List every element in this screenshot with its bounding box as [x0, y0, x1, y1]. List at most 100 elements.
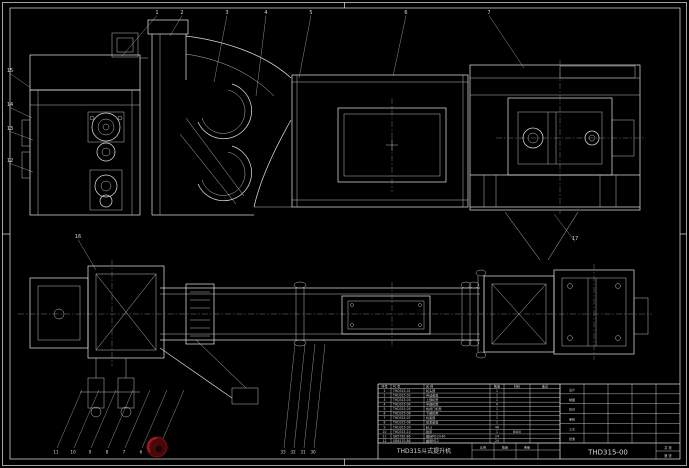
svg-text:33: 33 — [280, 450, 286, 455]
svg-text:审核: 审核 — [569, 417, 575, 422]
svg-text:31: 31 — [300, 450, 306, 455]
svg-text:THD315-01: THD315-01 — [392, 389, 411, 393]
svg-text:代 号: 代 号 — [393, 383, 400, 388]
svg-text:THD315-03: THD315-03 — [392, 398, 411, 402]
svg-text:7: 7 — [123, 450, 126, 455]
svg-text:4: 4 — [384, 403, 386, 407]
svg-text:16: 16 — [75, 234, 81, 240]
svg-text:1: 1 — [496, 412, 498, 416]
sheet-index-label: 第 张 — [664, 453, 672, 458]
svg-text:8: 8 — [106, 450, 109, 455]
svg-text:上部机壳: 上部机壳 — [426, 397, 438, 402]
svg-text:6: 6 — [140, 450, 143, 455]
svg-text:材料: 材料 — [514, 383, 520, 388]
svg-text:24: 24 — [495, 434, 499, 438]
svg-text:THD315-04: THD315-04 — [392, 403, 411, 407]
drawing-number: THD315-00 — [587, 449, 628, 457]
svg-text:THD315-05: THD315-05 — [392, 407, 411, 411]
svg-text:下部机壳: 下部机壳 — [426, 411, 438, 416]
svg-text:1: 1 — [496, 407, 498, 411]
svg-text:名 称: 名 称 — [426, 383, 433, 388]
svg-text:14: 14 — [7, 102, 13, 108]
svg-text:1: 1 — [496, 416, 498, 420]
svg-text:数量: 数量 — [502, 444, 508, 449]
middle-casing-section — [291, 74, 469, 208]
discharge-chute-plan — [159, 339, 259, 405]
svg-text:7: 7 — [487, 10, 490, 16]
svg-text:5: 5 — [309, 10, 312, 16]
title-block: THD315斗式提升机 THD315-00 共 张 第 张 — [396, 445, 673, 458]
watermark-logo — [146, 436, 168, 458]
svg-text:6: 6 — [384, 412, 386, 416]
svg-text:2: 2 — [180, 10, 183, 16]
drive-base-plan — [475, 264, 649, 360]
svg-text:46: 46 — [495, 425, 499, 429]
drawing-title: THD315斗式提升机 — [396, 447, 451, 455]
svg-text:4: 4 — [264, 10, 267, 16]
svg-text:1: 1 — [496, 389, 498, 393]
svg-text:制图: 制图 — [569, 397, 575, 402]
svg-text:THD315-10: THD315-10 — [392, 430, 411, 434]
head-section — [21, 32, 141, 216]
svg-text:机头部: 机头部 — [426, 388, 435, 393]
svg-text:12: 12 — [7, 158, 13, 164]
svg-text:1: 1 — [496, 421, 498, 425]
svg-text:32: 32 — [290, 450, 296, 455]
svg-text:THD315-07: THD315-07 — [392, 416, 411, 420]
svg-text:GB6170-86: GB6170-86 — [393, 439, 410, 443]
svg-text:24: 24 — [495, 439, 499, 443]
svg-text:工艺: 工艺 — [569, 426, 575, 431]
svg-text:THD315-08: THD315-08 — [392, 421, 411, 425]
svg-text:8: 8 — [384, 421, 386, 425]
svg-text:螺栓M12×40: 螺栓M12×40 — [426, 433, 445, 438]
svg-text:螺母M12: 螺母M12 — [426, 438, 439, 443]
title-block-grid: 设计制图校对审核工艺批准比例数量重量 — [377, 383, 680, 459]
part-callouts: 123456715141312161711109876533323130 — [7, 10, 578, 455]
svg-text:B400: B400 — [513, 430, 521, 434]
inlet-chute-section — [140, 19, 292, 216]
upper-view-side-elevation — [21, 19, 646, 261]
svg-text:比例: 比例 — [480, 444, 486, 449]
svg-text:6: 6 — [404, 10, 407, 16]
lower-view-plan — [18, 260, 652, 418]
svg-text:机座部: 机座部 — [426, 415, 435, 420]
svg-text:11: 11 — [53, 450, 59, 455]
svg-text:检视门机壳: 检视门机壳 — [426, 406, 441, 411]
projection-lines — [504, 211, 579, 261]
svg-text:1: 1 — [155, 10, 158, 16]
svg-text:胶带: 胶带 — [426, 429, 432, 434]
svg-text:1: 1 — [496, 430, 498, 434]
svg-text:批准: 批准 — [569, 436, 575, 441]
svg-text:校对: 校对 — [569, 407, 575, 412]
svg-text:THD315-06: THD315-06 — [392, 412, 411, 416]
svg-text:17: 17 — [572, 236, 578, 242]
svg-text:3: 3 — [384, 398, 386, 402]
svg-text:传动装置: 传动装置 — [426, 393, 438, 398]
svg-text:备注: 备注 — [542, 383, 548, 388]
drive-section — [469, 60, 646, 214]
svg-text:数量: 数量 — [494, 383, 500, 388]
svg-text:11: 11 — [383, 434, 387, 438]
svg-text:中部机壳: 中部机壳 — [426, 402, 438, 407]
svg-text:5: 5 — [384, 407, 386, 411]
svg-text:15: 15 — [7, 68, 13, 74]
svg-text:设计: 设计 — [569, 387, 575, 392]
svg-text:GB5782-86: GB5782-86 — [393, 434, 410, 438]
svg-text:THD315-02: THD315-02 — [392, 394, 411, 398]
boot-section-plan — [29, 260, 165, 418]
svg-text:1: 1 — [496, 398, 498, 402]
svg-text:9: 9 — [89, 450, 92, 455]
svg-text:张紧装置: 张紧装置 — [426, 420, 438, 425]
plan-casing — [160, 281, 480, 348]
svg-text:1: 1 — [496, 394, 498, 398]
svg-text:30: 30 — [310, 450, 316, 455]
svg-text:10: 10 — [383, 430, 387, 434]
svg-text:2: 2 — [384, 394, 386, 398]
svg-text:7: 7 — [384, 416, 386, 420]
svg-text:10: 10 — [70, 450, 76, 455]
svg-text:12: 12 — [383, 439, 387, 443]
svg-text:料斗: 料斗 — [426, 424, 432, 429]
